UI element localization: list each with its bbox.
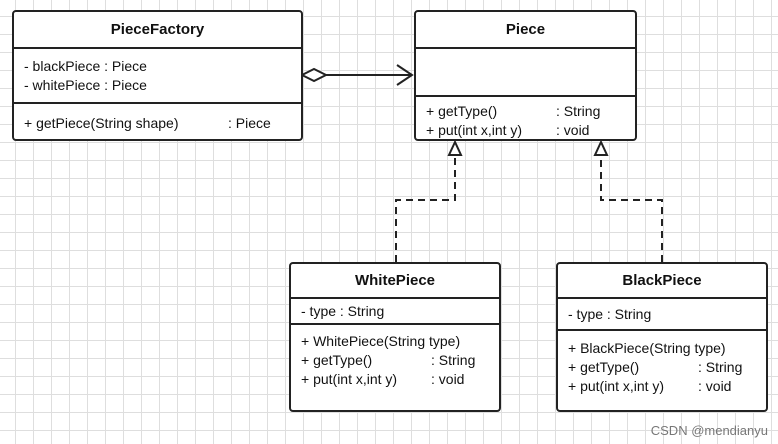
- class-name: Piece: [416, 12, 635, 49]
- class-piece[interactable]: Piece + getType() : String + put(int x,i…: [414, 10, 637, 141]
- watermark: CSDN @mendianyu: [650, 423, 768, 438]
- class-piecefactory[interactable]: PieceFactory - blackPiece : Piece - whit…: [12, 10, 303, 141]
- method-row: + WhitePiece(String type): [301, 332, 489, 351]
- method-row: + BlackPiece(String type): [568, 339, 756, 358]
- method-return: : Piece: [228, 115, 271, 131]
- method-return: : String: [431, 352, 476, 368]
- class-name: PieceFactory: [14, 12, 301, 49]
- realization-line-white: [395, 155, 456, 262]
- attributes-section: [416, 49, 635, 97]
- method-signature: + getType(): [301, 352, 373, 368]
- method-row: + put(int x,int y) : void: [568, 377, 756, 396]
- method-row: + put(int x,int y) : void: [301, 370, 489, 389]
- method-signature: + BlackPiece(String type): [568, 340, 726, 356]
- attributes-section: - type : String: [291, 299, 499, 325]
- attribute-row: - type : String: [568, 306, 652, 322]
- method-signature: + getPiece(String shape): [24, 115, 179, 131]
- method-return: : void: [698, 378, 732, 394]
- method-return: : String: [556, 103, 601, 119]
- method-row: + put(int x,int y) : void: [426, 121, 625, 140]
- method-row: + getType() : String: [426, 102, 625, 121]
- method-signature: + getType(): [426, 103, 498, 119]
- attributes-section: - type : String: [558, 299, 766, 331]
- method-row: + getPiece(String shape) : Piece: [24, 114, 291, 133]
- association-arrowhead-icon: [396, 64, 414, 86]
- method-signature: + put(int x,int y): [568, 378, 665, 394]
- aggregation-diamond-icon: [299, 67, 329, 83]
- attribute-row: - type : String: [301, 303, 385, 319]
- methods-section: + getType() : String + put(int x,int y) …: [416, 97, 635, 140]
- class-whitepiece[interactable]: WhitePiece - type : String + WhitePiece(…: [289, 262, 501, 412]
- class-name: WhitePiece: [291, 264, 499, 299]
- realization-triangle-white-icon: [447, 139, 463, 156]
- realization-triangle-black-icon: [593, 139, 609, 156]
- method-row: + getType() : String: [568, 358, 756, 377]
- attribute-row: - blackPiece : Piece: [24, 58, 147, 74]
- method-row: + getType() : String: [301, 351, 489, 370]
- methods-section: + BlackPiece(String type) + getType() : …: [558, 331, 766, 396]
- attribute-row: - whitePiece : Piece: [24, 77, 147, 93]
- method-signature: + put(int x,int y): [426, 122, 523, 138]
- method-return: : void: [431, 371, 465, 387]
- method-signature: + put(int x,int y): [301, 371, 398, 387]
- method-signature: + WhitePiece(String type): [301, 333, 461, 349]
- realization-line-black: [600, 155, 663, 262]
- methods-section: + getPiece(String shape) : Piece: [14, 104, 301, 133]
- class-blackpiece[interactable]: BlackPiece - type : String + BlackPiece(…: [556, 262, 768, 412]
- attributes-section: - blackPiece : Piece - whitePiece : Piec…: [14, 49, 301, 104]
- methods-section: + WhitePiece(String type) + getType() : …: [291, 325, 499, 389]
- method-return: : void: [556, 122, 590, 138]
- method-return: : String: [698, 359, 743, 375]
- class-name: BlackPiece: [558, 264, 766, 299]
- method-signature: + getType(): [568, 359, 640, 375]
